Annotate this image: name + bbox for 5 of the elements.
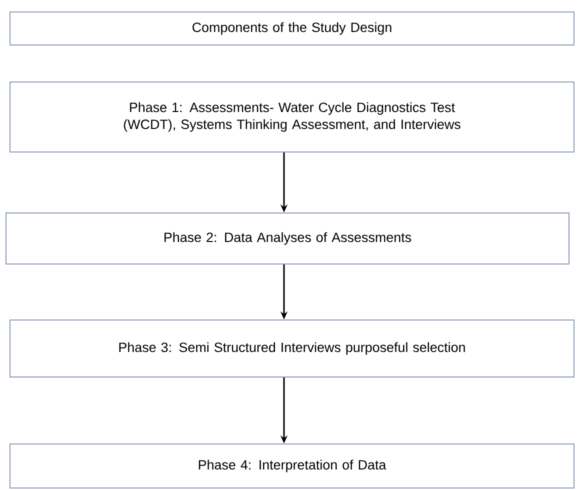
process-box: Phase 1: Assessments- Water Cycle Diagnostics Test (WCDT), Systems Thinking Assessment, and Interviews	[10, 82, 574, 152]
process-box: Phase 4: Interpretation of Data	[10, 444, 574, 488]
process-box: Phase 3: Semi Structured Interviews purposeful selection	[10, 320, 574, 378]
process-box: Components of the Study Design	[10, 12, 574, 46]
process-box: Phase 2: Data Analyses of Assessments	[6, 212, 570, 264]
